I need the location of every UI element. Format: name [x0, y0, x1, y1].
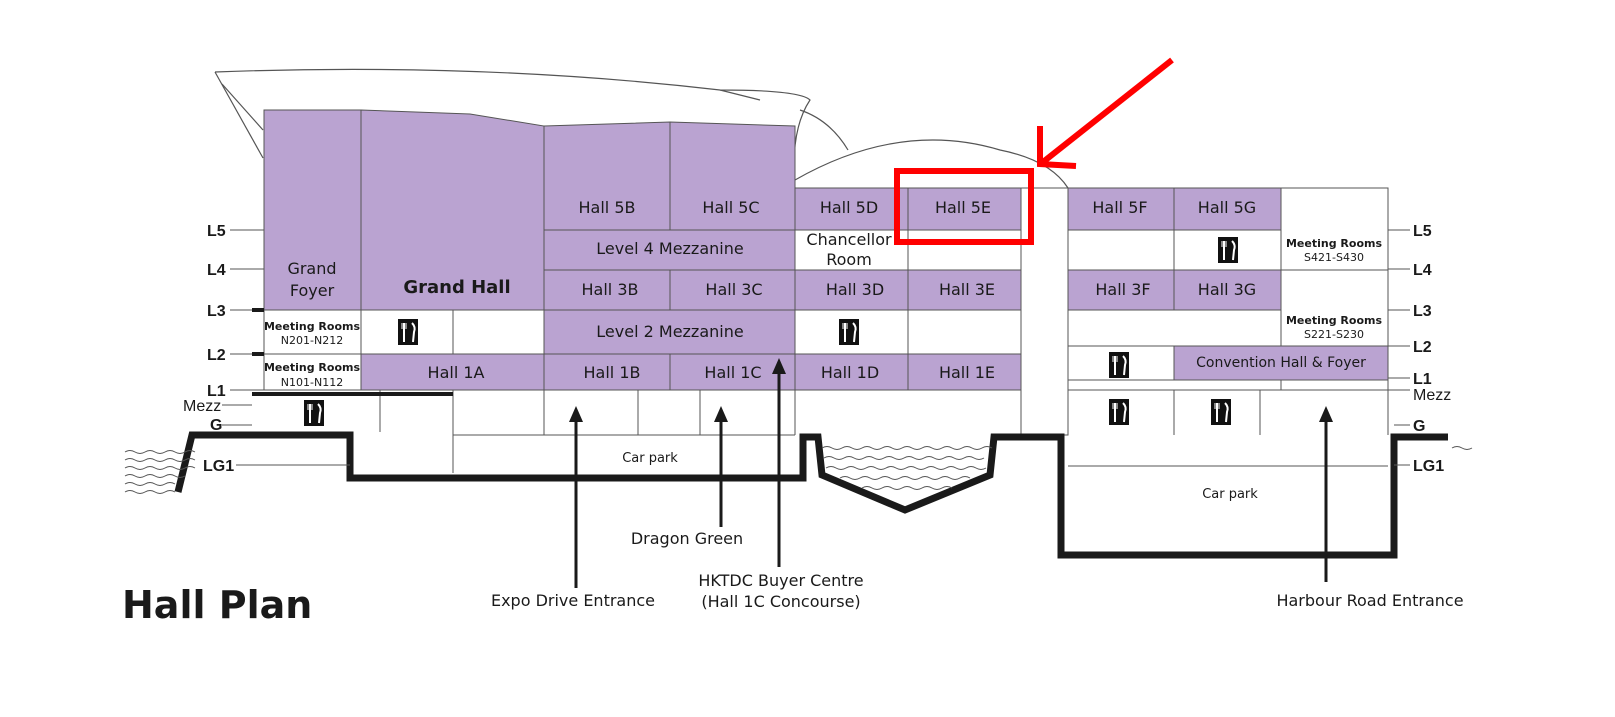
svg-text:Hall 1C: Hall 1C: [704, 363, 761, 382]
svg-text:Meeting Rooms: Meeting Rooms: [1286, 314, 1382, 327]
svg-text:Hall 1B: Hall 1B: [584, 363, 641, 382]
svg-text:Hall 3G: Hall 3G: [1198, 280, 1256, 299]
arrow-head-icon: [1037, 126, 1077, 169]
svg-text:LG1: LG1: [1413, 458, 1444, 475]
svg-text:N101-N112: N101-N112: [281, 376, 343, 389]
water: [124, 446, 1473, 494]
svg-text:Mezz: Mezz: [1413, 387, 1451, 404]
svg-text:Mezz: Mezz: [183, 398, 221, 415]
svg-text:L1: L1: [1413, 371, 1432, 388]
page-title: Hall Plan: [122, 583, 312, 627]
svg-text:Hall 3F: Hall 3F: [1095, 280, 1150, 299]
svg-text:N201-N212: N201-N212: [281, 334, 343, 347]
expo-drive-entrance-label: Expo Drive Entrance: [491, 591, 655, 610]
heavy-lines: [252, 308, 453, 396]
svg-text:L2: L2: [207, 347, 226, 364]
svg-text:Foyer: Foyer: [290, 281, 335, 300]
svg-text:L3: L3: [1413, 303, 1432, 320]
svg-text:Hall 5B: Hall 5B: [579, 198, 636, 217]
svg-text:Room: Room: [826, 250, 872, 269]
svg-text:Hall 1A: Hall 1A: [428, 363, 485, 382]
highlight-box: [894, 168, 1034, 245]
grid-lines: [252, 187, 1389, 473]
dragon-green-label: Dragon Green: [631, 529, 743, 548]
svg-text:Car park: Car park: [1202, 487, 1258, 502]
svg-text:Hall 5D: Hall 5D: [820, 198, 878, 217]
svg-text:G: G: [210, 417, 222, 434]
svg-text:L2: L2: [1413, 339, 1432, 356]
fork-knife-icon: [1210, 398, 1232, 426]
svg-text:Chancellor: Chancellor: [806, 230, 892, 249]
svg-text:L5: L5: [207, 223, 226, 240]
svg-text:L4: L4: [207, 262, 226, 279]
hall-5e-label: Hall 5E: [935, 198, 991, 217]
arrow-icon: [1041, 57, 1174, 165]
svg-text:Level 4 Mezzanine: Level 4 Mezzanine: [596, 239, 743, 258]
svg-text:L4: L4: [1413, 262, 1432, 279]
svg-text:L5: L5: [1413, 223, 1432, 240]
fork-knife-icon: [1108, 398, 1130, 426]
svg-text:(Hall 1C Concourse): (Hall 1C Concourse): [701, 592, 860, 611]
svg-text:Meeting Rooms: Meeting Rooms: [1286, 237, 1382, 250]
svg-text:Convention Hall & Foyer: Convention Hall & Foyer: [1196, 355, 1366, 371]
svg-text:Hall 5C: Hall 5C: [702, 198, 759, 217]
fork-knife-icon: [1108, 351, 1130, 379]
svg-text:Hall 1D: Hall 1D: [821, 363, 879, 382]
grand-hall-label: Grand Hall: [403, 277, 510, 298]
svg-text:S421-S430: S421-S430: [1304, 251, 1364, 264]
level-labels-right: L5 L4 L3 L2 L1 Mezz G LG1: [1413, 223, 1451, 475]
level-labels-left: L5 L4 L3 L2 L1 Mezz G LG1: [183, 223, 234, 475]
svg-text:Hall 5F: Hall 5F: [1092, 198, 1147, 217]
ground-outline: [174, 431, 1448, 559]
fork-knife-icon: [1217, 236, 1239, 264]
hall-blocks: [263, 109, 1389, 391]
level-ticks: [222, 229, 1410, 466]
svg-text:LG1: LG1: [203, 458, 234, 475]
harbour-road-entrance-label: Harbour Road Entrance: [1276, 591, 1463, 610]
entrance-labels: Dragon Green Expo Drive Entrance HKTDC B…: [491, 529, 1464, 611]
entrance-arrows: [569, 358, 1333, 588]
fork-knife-icon: [397, 318, 419, 346]
svg-text:Hall 1E: Hall 1E: [939, 363, 995, 382]
hall-5e-highlight: [894, 57, 1174, 245]
buyer-centre-label: HKTDC Buyer Centre: [698, 571, 863, 590]
svg-text:Level 2 Mezzanine: Level 2 Mezzanine: [596, 322, 743, 341]
car-park-labels: Car park Car park: [622, 451, 1258, 502]
svg-text:Hall 3B: Hall 3B: [582, 280, 639, 299]
svg-text:L3: L3: [207, 303, 226, 320]
svg-text:L1: L1: [207, 383, 226, 400]
svg-text:Hall 3C: Hall 3C: [705, 280, 762, 299]
fork-knife-icon: [838, 318, 860, 346]
hall-labels: Grand Foyer Grand Hall Hall 5B Hall 5C H…: [287, 198, 1366, 382]
svg-text:Meeting Rooms: Meeting Rooms: [264, 361, 360, 374]
svg-text:Meeting Rooms: Meeting Rooms: [264, 320, 360, 333]
meeting-room-labels: Meeting Rooms N201-N212 Meeting Rooms N1…: [264, 237, 1382, 389]
svg-text:S221-S230: S221-S230: [1304, 328, 1364, 341]
svg-text:Hall 3E: Hall 3E: [939, 280, 995, 299]
grand-foyer-label: Grand: [287, 259, 336, 278]
svg-text:G: G: [1413, 418, 1425, 435]
roof-outline: [214, 68, 1069, 189]
svg-text:Hall 3D: Hall 3D: [826, 280, 884, 299]
svg-text:Hall 5G: Hall 5G: [1198, 198, 1256, 217]
fork-knife-icon: [303, 399, 325, 427]
svg-text:Car park: Car park: [622, 451, 678, 466]
